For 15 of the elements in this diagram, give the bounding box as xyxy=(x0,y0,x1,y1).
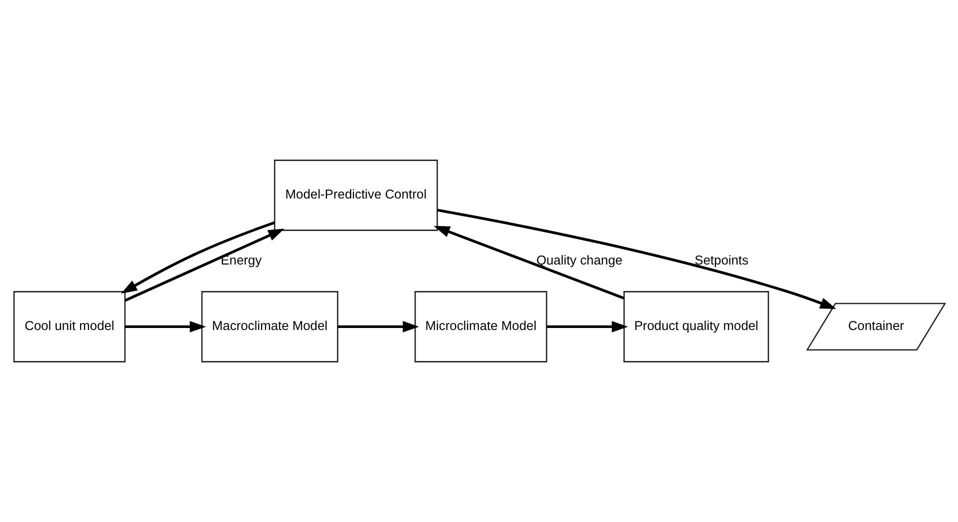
arrow xyxy=(124,228,284,302)
arrow xyxy=(337,321,418,332)
edge-label: Quality change xyxy=(536,252,622,268)
node-box: Microclimate Model xyxy=(414,291,547,362)
node-box: Product quality model xyxy=(622,291,769,362)
edge-label: Setpoints xyxy=(694,252,748,268)
arrow xyxy=(546,321,628,332)
arrow xyxy=(124,321,206,332)
node-box: Model-Predictive Control xyxy=(273,160,438,231)
node-box: Cool unit model xyxy=(12,291,126,362)
node-box: Macroclimate Model xyxy=(200,291,338,362)
arrow xyxy=(433,226,624,300)
edge-label: Energy xyxy=(220,252,262,268)
arrow xyxy=(436,208,836,310)
arrow xyxy=(120,221,274,294)
